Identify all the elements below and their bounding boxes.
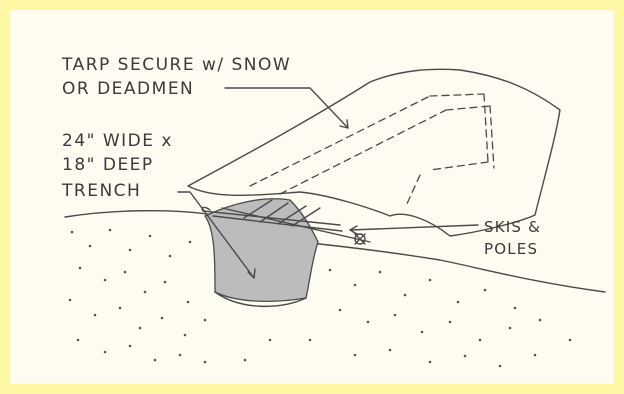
snow-stipple-left bbox=[68, 228, 207, 364]
ski-left bbox=[201, 206, 343, 232]
trench-leader bbox=[177, 191, 255, 279]
tarp-label-line2: OR DEADMEN bbox=[62, 79, 194, 99]
skis-leader bbox=[349, 224, 479, 231]
trench-floor-edge bbox=[214, 291, 307, 307]
trench-label-line2: 18" DEEP bbox=[62, 155, 154, 175]
tarp-arrow bbox=[339, 119, 349, 129]
trench-label-line3: TRENCH bbox=[61, 181, 141, 201]
pole-basket bbox=[354, 233, 366, 245]
tarp-leader bbox=[224, 87, 349, 129]
trench-cut bbox=[204, 198, 319, 303]
trench-shelter-sketch: TARP SECURE w/ SNOW OR DEADMEN 24" WIDE … bbox=[61, 55, 606, 368]
tarp-label-line1: TARP SECURE w/ SNOW bbox=[61, 55, 291, 75]
tarp-outline bbox=[187, 68, 561, 237]
trench-arrow bbox=[247, 268, 256, 279]
ski-right bbox=[243, 199, 321, 227]
trench-label-line1: 24" WIDE x bbox=[62, 131, 173, 151]
skis-label-line1: SKIS & bbox=[484, 218, 541, 236]
pole-basket-cross bbox=[354, 233, 366, 245]
snow-stipple-right bbox=[243, 268, 572, 368]
skis-label-line2: POLES bbox=[484, 240, 538, 258]
hidden-trench-lines bbox=[249, 93, 495, 207]
skis-arrow bbox=[349, 225, 358, 235]
pole-line bbox=[221, 207, 371, 243]
